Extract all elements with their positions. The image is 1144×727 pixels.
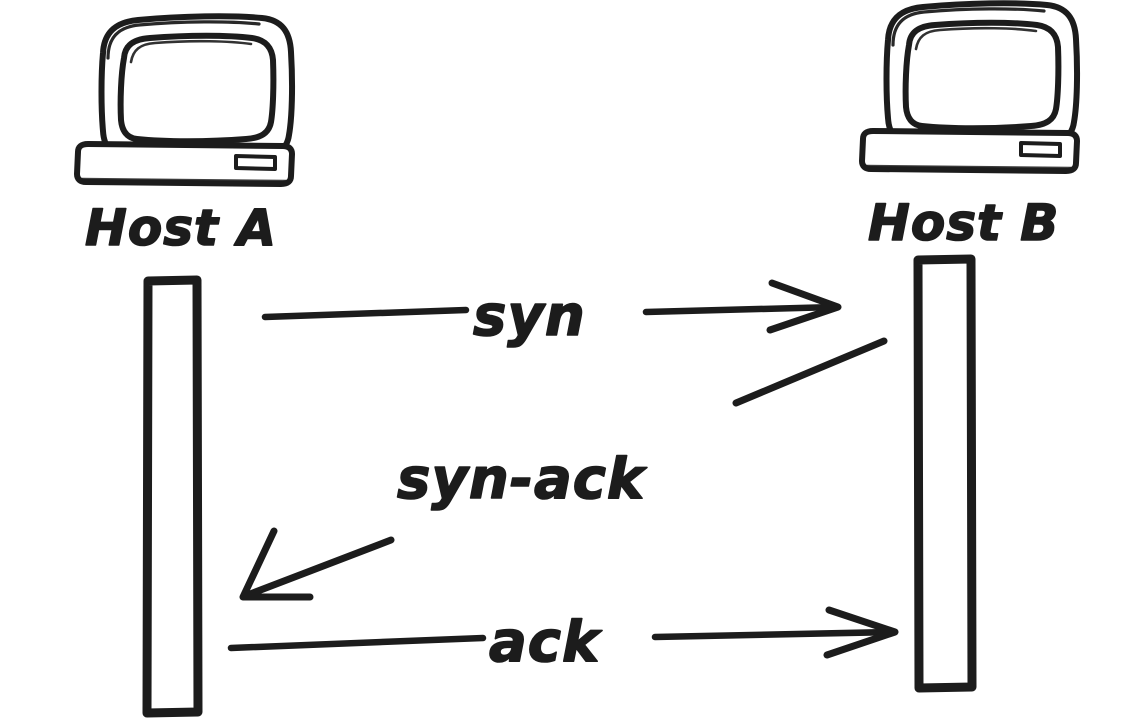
message-arrow-syn-ack [239, 337, 888, 601]
host-b-label: Host B [868, 194, 1059, 252]
message-label-syn: syn [473, 284, 586, 349]
message-label-syn-ack: syn-ack [397, 447, 648, 512]
message-label-ack: ack [489, 610, 603, 675]
desktop-computer-icon-host-b [859, 0, 1081, 174]
message-arrow-syn [261, 279, 842, 334]
host-a-label: Host A [85, 199, 277, 257]
lifeline-bar-host-a [142, 275, 203, 718]
desktop-computer-icon-host-a [74, 13, 296, 187]
lifeline-bar-host-b [913, 254, 977, 693]
message-arrow-ack [227, 606, 899, 659]
